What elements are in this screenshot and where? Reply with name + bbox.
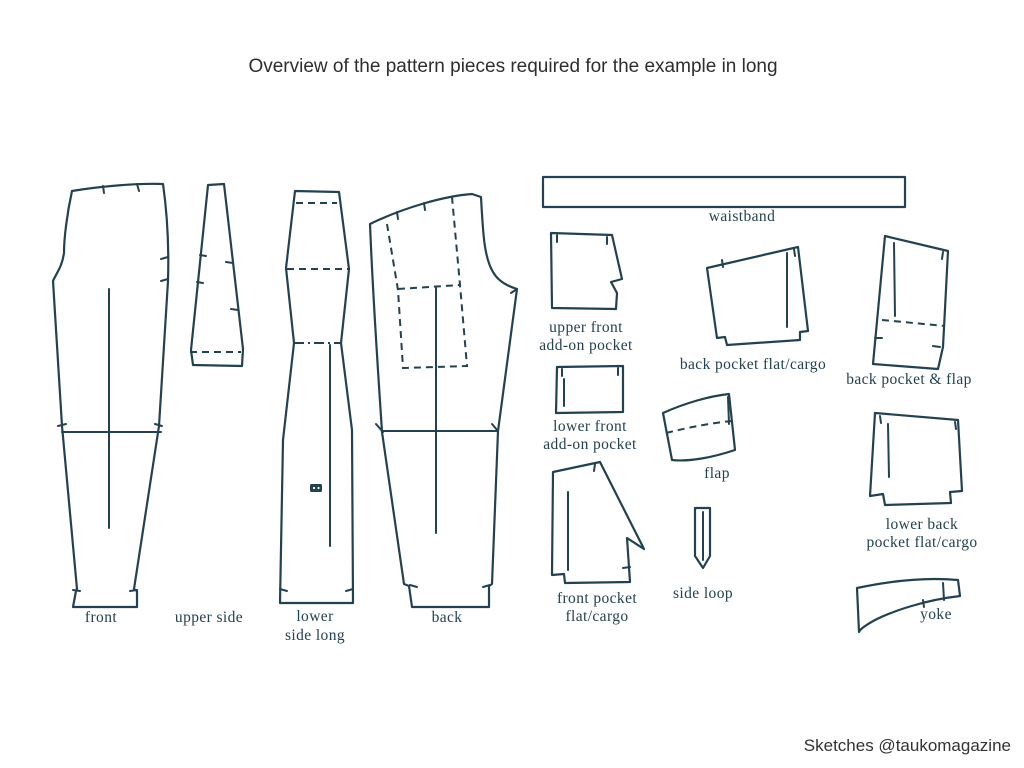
front-outline [51,182,170,609]
lower-back-pocket-flat-cargo-notches [879,415,957,430]
piece-front: front [51,182,170,626]
logo-mark-dot [317,486,320,490]
lower-front-addon-pocket-label-line2: add-on pocket [543,436,637,453]
front-pocket-flat-cargo-label-line2: flat/cargo [565,608,628,625]
upper-side-label: upper side [175,609,243,626]
lower-front-addon-pocket-label-line1: lower front [553,418,627,435]
waistband-outline [541,175,907,209]
upper-front-addon-pocket-label-line1: upper front [549,319,623,336]
side-loop-label: side loop [673,585,733,602]
piece-yoke: yoke [855,577,962,634]
front-pocket-flat-cargo-outline [550,460,646,585]
piece-waistband: waistband [541,175,907,225]
back-pocket-flat-cargo-notches [721,248,796,268]
page-title: Overview of the pattern pieces required … [248,56,777,77]
piece-front-pocket-flat-cargo: front pocket flat/cargo [550,460,646,625]
flap-outline [661,392,737,462]
lower-back-pocket-flat-cargo-grain-line [887,423,890,478]
yoke-notch [922,599,925,608]
piece-flap: flap [661,392,737,482]
waistband-label: waistband [709,208,775,225]
lower-back-pocket-flat-cargo-label-line1: lower back [886,516,958,533]
lower-front-addon-pocket-notches [561,367,619,377]
lower-side-long-outline [278,189,355,605]
back-pocket-flat-cargo-label: back pocket flat/cargo [680,356,826,373]
yoke-outline [855,577,962,634]
yoke-label: yoke [920,606,952,623]
piece-upper-front-addon-pocket: upper front add-on pocket [539,231,633,354]
yoke-edge-line [942,582,945,601]
back-pocket-flat-cargo-outline [705,245,810,347]
back-pocket-placement [386,196,469,370]
piece-lower-side-long: lower side long [278,189,355,644]
back-notches [375,202,518,588]
flap-label: flap [704,465,730,482]
back-label: back [432,609,463,626]
upper-front-addon-pocket-notches [556,234,608,245]
front-pocket-flat-cargo-label-line1: front pocket [557,590,637,607]
front-label: front [85,609,117,626]
logo-mark-icon [310,484,322,492]
lower-side-long-label-line1: lower [296,608,334,625]
piece-upper-side: upper side [175,182,245,626]
piece-back-pocket-and-flap: back pocket & flap [846,234,972,388]
lower-back-pocket-flat-cargo-outline [868,411,964,507]
piece-lower-back-pocket-flat-cargo: lower back pocket flat/cargo [866,411,977,551]
piece-side-loop: side loop [673,506,733,602]
back-pocket-and-flap-grain-line [893,242,896,317]
flap-edge-line [727,396,730,425]
attribution: Sketches @taukomagazine [804,736,1011,755]
back-pocket-and-flap-outline [871,234,950,371]
back-pocket-placement-top [397,284,461,290]
upper-side-outline [189,182,245,368]
piece-back-pocket-flat-cargo: back pocket flat/cargo [680,245,826,373]
flap-fold-line [665,420,733,434]
upper-side-notches [196,254,239,311]
piece-lower-front-addon-pocket: lower front add-on pocket [543,364,637,453]
piece-back: back [368,192,519,626]
back-pocket-and-flap-label: back pocket & flap [846,371,972,388]
front-pocket-flat-cargo-notches [593,463,631,569]
lower-side-long-notches [279,588,354,592]
lower-back-pocket-flat-cargo-label-line2: pocket flat/cargo [866,534,977,551]
logo-mark-dot [312,486,316,490]
back-pocket-and-flap-notches [874,251,944,348]
upper-front-addon-pocket-label-line2: add-on pocket [539,337,633,354]
front-notches [57,183,169,592]
back-outline [368,192,519,609]
back-pocket-and-flap-fold-line [881,319,946,327]
side-loop-outline [693,506,712,570]
lower-side-long-label-line2: side long [285,627,345,644]
lower-front-addon-pocket-outline [554,364,625,415]
upper-front-addon-pocket-outline [549,231,624,311]
